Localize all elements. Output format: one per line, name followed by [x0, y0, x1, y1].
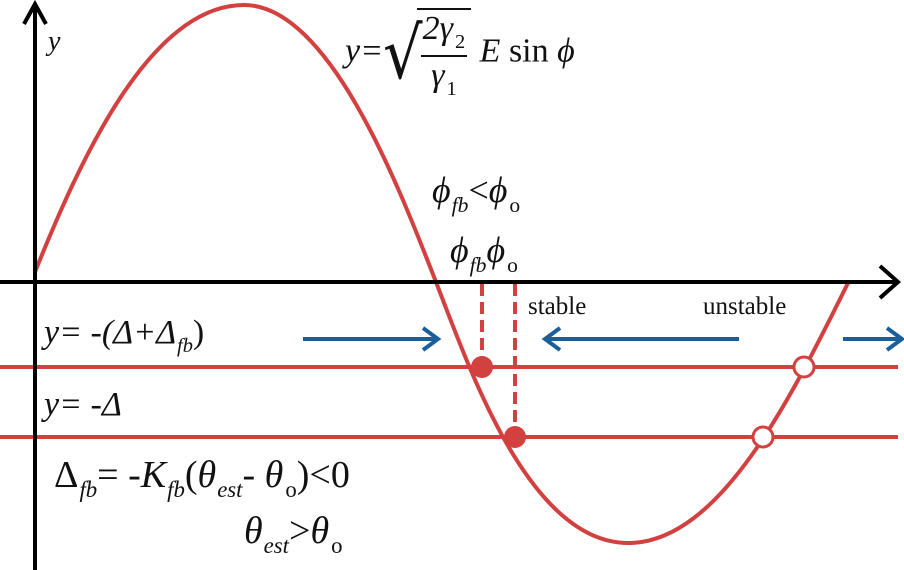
y-axis-label: y	[48, 26, 61, 57]
x-axis-arrowhead-icon	[878, 264, 902, 300]
phi-inequality-label: ϕfb<ϕo	[432, 170, 521, 217]
arrow-left-middle-icon	[541, 326, 739, 352]
equation-sin: sin	[508, 32, 549, 70]
unstable-label: unstable	[703, 293, 787, 320]
arrow-right-edge-icon	[843, 326, 904, 352]
line-label-delta-plus-fb: y= -(Δ+Δfb)	[44, 314, 205, 358]
theta-inequality: θest>θo	[244, 510, 343, 559]
stable-label: stable	[528, 293, 587, 320]
fraction-numerator: 2γ2	[420, 12, 468, 57]
arrow-right-left-icon	[303, 326, 442, 352]
stable-point-fb	[471, 356, 493, 378]
unstable-point-fb	[792, 355, 816, 379]
equation-lhs: y=	[345, 32, 384, 70]
equation-E: E	[479, 32, 501, 70]
line-label-delta: y= -Δ	[44, 386, 122, 423]
equation-phi: ϕ	[557, 32, 575, 70]
fraction-denominator: γ1	[431, 56, 457, 100]
y-axis-arrowhead-icon	[22, 0, 48, 25]
sqrt-icon: √	[383, 11, 423, 95]
phi-position-labels: ϕfbϕo	[450, 230, 518, 277]
feedback-equation: Δfb= -Kfb(θest- θo)<0	[54, 454, 350, 503]
stable-point-0	[504, 426, 526, 448]
unstable-point-0	[751, 425, 775, 449]
